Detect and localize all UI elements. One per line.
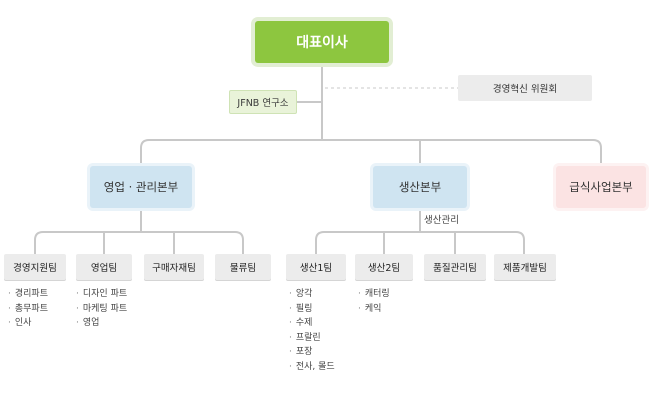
list-item: 캐터링 [358, 287, 390, 302]
list-item: 인사 [8, 316, 48, 331]
team-management-support: 경영지원팀 [4, 254, 66, 280]
team-product-development: 제품개발팀 [494, 254, 556, 280]
team-quality-control: 품질관리팀 [424, 254, 486, 280]
list-item: 전사, 몰드 [289, 360, 335, 375]
division-production: 생산본부 [373, 166, 467, 208]
list-item: 프랄린 [289, 331, 335, 346]
team-production-1: 생산1팀 [286, 254, 346, 280]
division-catering: 급식사업본부 [556, 166, 646, 208]
production-management-label: 생산관리 [424, 215, 459, 226]
committee-box: 경영혁신 위원회 [458, 75, 592, 101]
list-item: 디자인 파트 [76, 287, 127, 302]
list-item: 케익 [358, 302, 390, 317]
list-item: 포장 [289, 345, 335, 360]
research-lab-box: JFNB 연구소 [229, 90, 297, 114]
list-item: 경리파트 [8, 287, 48, 302]
team-purchasing: 구매자재팀 [144, 254, 204, 280]
team-production-2: 생산2팀 [355, 254, 413, 280]
list-item: 총무파트 [8, 302, 48, 317]
duty-list-production-2: 캐터링 케익 [358, 287, 390, 316]
team-logistics: 물류팀 [215, 254, 271, 280]
list-item: 필링 [289, 302, 335, 317]
duty-list-management-support: 경리파트 총무파트 인사 [8, 287, 48, 331]
duty-list-sales: 디자인 파트 마케팅 파트 영업 [76, 287, 127, 331]
list-item: 영업 [76, 316, 127, 331]
division-sales-admin: 영업 · 관리본부 [90, 166, 192, 208]
ceo-box: 대표이사 [255, 21, 389, 63]
list-item: 앙각 [289, 287, 335, 302]
duty-list-production-1: 앙각 필링 수제 프랄린 포장 전사, 몰드 [289, 287, 335, 374]
list-item: 수제 [289, 316, 335, 331]
list-item: 마케팅 파트 [76, 302, 127, 317]
team-sales: 영업팀 [76, 254, 132, 280]
